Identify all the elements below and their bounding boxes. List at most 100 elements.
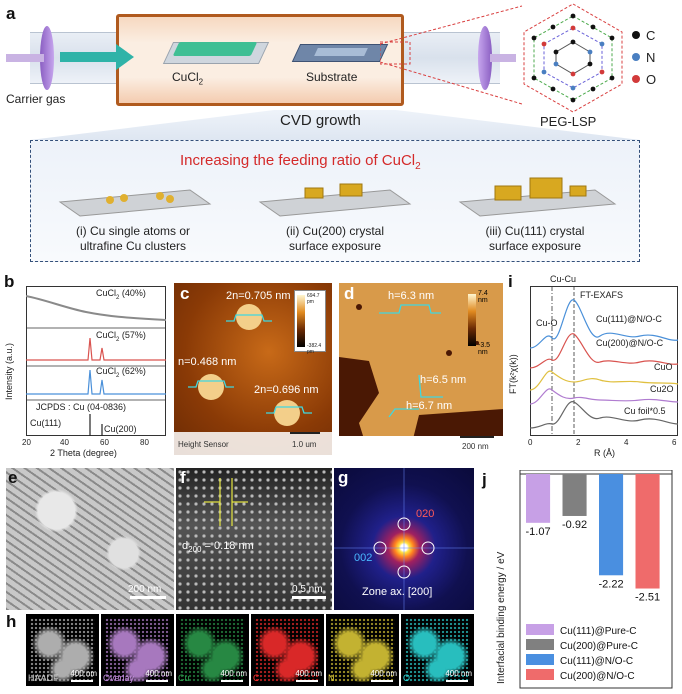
right-cap [478,26,492,90]
jcpds-label: JCPDS : Cu (04-0836) [36,402,127,412]
trace-40 [26,295,166,321]
xrd-frame [26,286,166,436]
legend-label: Cu(111)@N/O-C [560,656,633,667]
legend-dot-icon [632,31,640,39]
cu-cu-label: Cu-Cu [550,274,577,284]
exafs-trace-label: CuO [654,362,673,372]
xrd-xlabel: 2 Theta (degree) [50,448,117,458]
trace-label-62: CuCl2 (62%) [96,366,146,379]
stage-2: (ii) Cu(200) crystal surface exposure [285,224,384,253]
afm-particle [274,400,300,426]
peak-111-label: Cu(111) [30,418,62,428]
legend-label: C [646,27,656,43]
legend-label: Cu(200)@Pure-C [560,641,638,652]
xtick: 20 [22,438,31,447]
afm-particle [236,304,262,330]
colorbar-max: 694.7 pm [307,293,320,305]
eds-map-label: Overlay [103,673,135,683]
xtick: 80 [140,438,149,447]
scale-label: 400 nm [145,669,172,678]
xrd-ylabel: Intensity (a.u.) [4,342,14,400]
peg-lsp-label: PEG-LSP [540,114,597,129]
eds-map-label: O [403,673,411,683]
scale-bar [71,680,93,682]
trace-57 [26,337,166,361]
bar-value-label: -0.92 [562,519,587,531]
eds-signal [255,618,320,682]
xtick: 0 [528,438,533,447]
cvd-growth-label: CVD growth [280,112,361,129]
peg-lsp-structure [523,3,623,113]
substrate-inner [314,48,368,56]
atom-legend: C N O [632,24,680,90]
scale-label: 200 nm [462,442,489,451]
exafs-trace-label: Cu2O [650,384,674,394]
eds-map-label: HAADF [28,673,59,683]
colorbar-c: 694.7 pm -382.4 pm [294,290,326,355]
scale-bar [130,596,166,599]
bar [562,474,587,516]
feeding-title: Increasing the feeding ratio of CuCl2 [180,152,421,172]
colorbar-d: 7.4 nm -3.5 nm [466,290,498,356]
graphene-sheets [58,177,617,217]
bar-ylabel: Interfacial binding energy / eV [496,551,507,684]
d-spacing-label: d200 = 0.18 nm [182,540,254,555]
left-inlet [6,54,44,62]
afm-d-height-1: h=6.3 nm [388,290,435,302]
exafs-trace-label: Cu(111)@N/O-C [596,314,662,324]
afm-d-height-2: h=6.5 nm [420,374,467,386]
afm-profiles-c [188,314,312,414]
legend-swatch [526,639,554,650]
exafs-xlabel: R (Å) [594,448,615,458]
eds-map-label: C [253,673,260,683]
scale-label: 1.0 um [292,440,317,449]
xrd-plot [26,295,166,436]
right-outlet [490,54,516,62]
bar-value-label: -1.07 [526,526,551,538]
scale-bar [371,680,393,682]
panel-b-label: b [4,272,15,291]
afm-footer-d [339,436,503,455]
legend-label: N [646,49,656,65]
cu-o-label: Cu-O [536,318,558,328]
carrier-gas-label: Carrier gas [6,92,66,106]
legend-swatch [526,624,554,635]
scale-bar [146,680,168,682]
eds-signal [180,618,245,682]
colorbar-max: 7.4 nm [478,290,488,304]
trace-62 [26,369,166,395]
colorbar-gradient [297,295,305,347]
hrtem-image-f [176,468,332,610]
zone-axis-label: Zone ax. [200] [362,586,433,598]
afm-height-3: 2n=0.696 nm [254,384,319,396]
spot-002-label: 002 [354,552,373,564]
bar-value-label: -2.51 [635,592,660,604]
scale-label: 400 nm [370,669,397,678]
binding-energy-chart: -1.07-0.92-2.22-2.51Cu(111)@Pure-CCu(200… [519,470,673,689]
afm-d-height-3: h=6.7 nm [406,400,453,412]
lattice-markers [204,478,248,526]
panel-a-label: a [6,4,16,23]
scale-bar [221,680,243,682]
scale-bar [460,436,494,438]
eds-signal [105,618,170,682]
scale-label: 400 nm [220,669,247,678]
panel-c-label: c [180,284,190,303]
eds-map-overlay: Overlay 400 nm [101,614,174,686]
scale-bar [290,432,320,434]
scale-label: 200 nm [128,584,162,595]
panel-e-label: e [8,468,18,487]
flow-arrow [60,52,118,62]
legend-item: N [632,46,680,68]
exafs-trace-label: Cu foil*0.5 [624,406,666,416]
exafs-title: FT-EXAFS [580,290,624,300]
plot-frame [519,470,673,689]
legend-label: O [646,71,657,87]
afm-height-1: 2n=0.705 nm [226,290,291,302]
bar-value-label: -2.22 [599,578,624,590]
colorbar-min: -382.4 pm [307,343,322,355]
